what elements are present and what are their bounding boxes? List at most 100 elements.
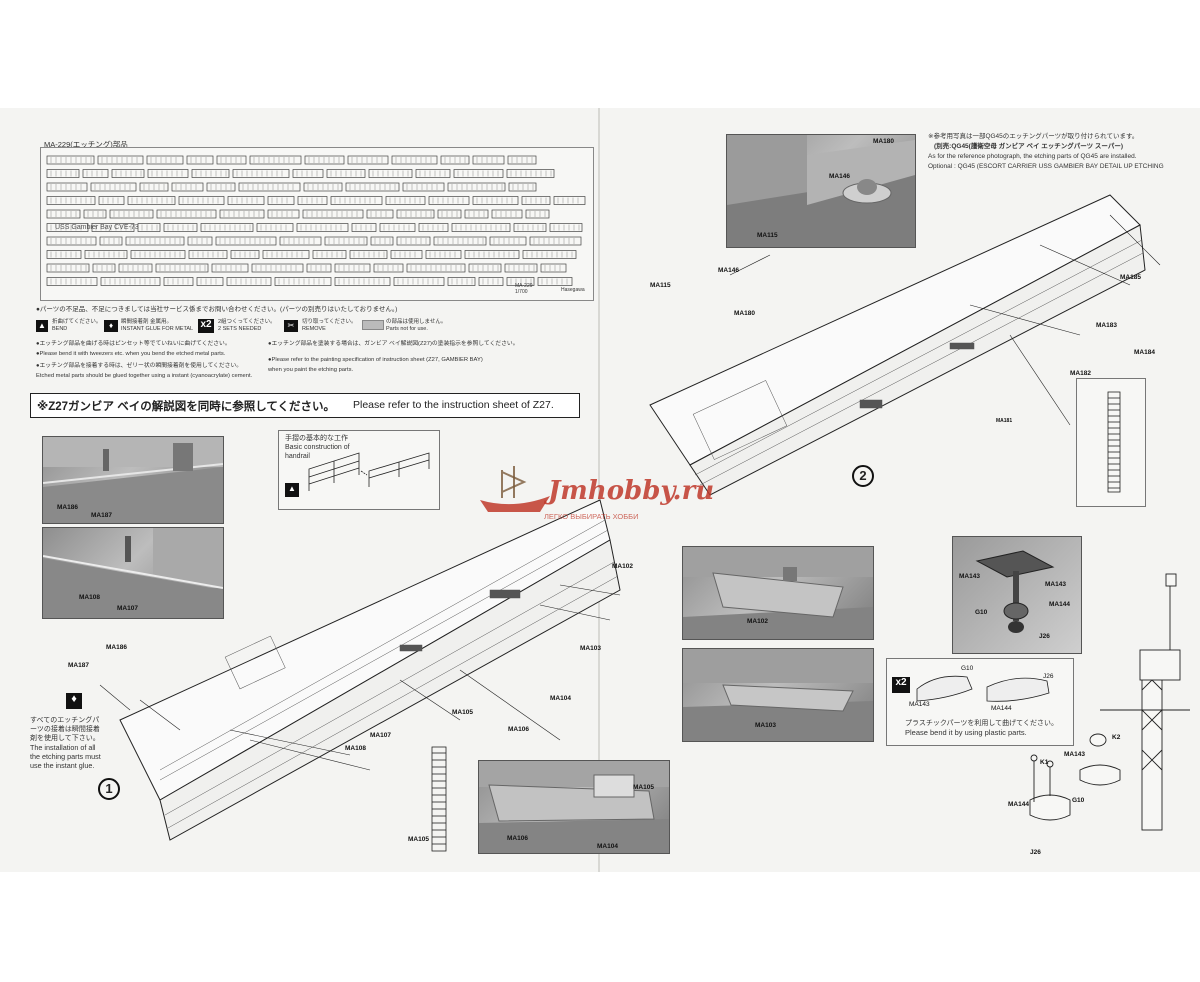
label-ma186-step1: MA186 <box>106 644 127 651</box>
watermark-logo: Jmhobby.ru ЛЕГКО ВЫБИРАТЬ ХОББИ <box>474 462 714 526</box>
glue-note-en-3: use the instant glue. <box>30 761 95 770</box>
label-ma146: MA146 <box>829 173 850 180</box>
label-ma103-step1: MA103 <box>580 645 601 652</box>
label-ma143-b: MA143 <box>1045 581 1066 588</box>
label-ma107: MA107 <box>117 605 138 612</box>
label-ma182: MA182 <box>1070 370 1091 377</box>
reference-banner: ※Z27ガンビア ベイの解説図を同時に参照してください。 Please refe… <box>30 393 580 418</box>
photo-side-gallery: MA108 MA107 <box>42 527 224 619</box>
label-ma115-step2: MA115 <box>650 282 671 289</box>
reference-jp-1: ※参考用写真は一部QG45のエッチングパーツが取り付けられています。 <box>928 133 1139 140</box>
label-ma143-mast: MA143 <box>1064 751 1085 758</box>
note-paint-en-1: ●Please refer to the painting specificat… <box>268 357 483 363</box>
watermark-tagline: ЛЕГКО ВЫБИРАТЬ ХОББИ <box>544 512 639 521</box>
label-ma106: MA106 <box>507 835 528 842</box>
glue-note-en-2: the etching parts must <box>30 752 101 761</box>
handrail-en-2: handrail <box>285 453 310 460</box>
label-ma102: MA102 <box>747 618 768 625</box>
label-ma104-step1: MA104 <box>550 695 571 702</box>
label-k2: K2 <box>1112 734 1121 741</box>
legend-bend-jp: 折曲げてください。 <box>52 319 102 325</box>
photo-gallery-ma104: MA105 MA106 MA104 <box>478 760 670 854</box>
label-g10-box: G10 <box>961 665 974 672</box>
banner-en: Please refer to the instruction sheet of… <box>353 399 554 411</box>
glue-icon: ♦ <box>104 320 118 332</box>
label-ma184: MA184 <box>1134 349 1155 356</box>
label-ma187-step1: MA187 <box>68 662 89 669</box>
watermark-brand: Jmhobby.ru <box>548 476 715 506</box>
label-ma143-box: MA143 <box>909 701 930 708</box>
label-ma144-box: MA144 <box>991 705 1012 712</box>
fret-maker: Hasegawa <box>561 287 585 293</box>
fret-header: MA-229(エッチング)部品 <box>44 140 128 149</box>
label-g10-mast: G10 <box>1072 797 1085 804</box>
bend-icon: ▲ <box>36 320 48 332</box>
ship-logo-icon <box>480 466 550 512</box>
center-fold <box>598 108 600 872</box>
label-ma185: MA185 <box>1120 274 1141 281</box>
label-ma107-step1: MA107 <box>370 732 391 739</box>
label-ma187: MA187 <box>91 512 112 519</box>
legend-glue-jp: 瞬間接着剤 金属用。 <box>121 319 173 325</box>
fret-parts-drawing <box>46 155 586 286</box>
fret-code: MA-229 <box>515 283 533 289</box>
two-sets-badge: x2 <box>198 319 214 333</box>
banner-jp: ガンビア ベイの解説図を同時に参照してください。 <box>68 401 336 413</box>
banner-prefix: ※ <box>37 401 49 413</box>
glue-note-en-1: The installation of all <box>30 743 96 752</box>
note-tweezer-en: ●Please bend it with tweezers etc. when … <box>36 351 226 357</box>
label-ma115: MA115 <box>757 232 778 239</box>
note-tweezer-jp: ●エッチング部品を曲げる時はピンセット等でていねいに曲げてください。 <box>36 341 231 347</box>
label-ma105: MA105 <box>633 784 654 791</box>
label-ma186: MA186 <box>57 504 78 511</box>
label-ma104: MA104 <box>597 843 618 850</box>
label-ma108: MA108 <box>79 594 100 601</box>
legend-notused-en: Parts not for use. <box>386 326 428 332</box>
hull-diagram-step-1 <box>99 499 621 841</box>
note-missing-parts: ●パーツの不足品、不足につきましては当社サービス係までお問い合わせください。(パ… <box>36 306 398 313</box>
label-j26-mast: J26 <box>1030 849 1041 856</box>
step-2-marker: 2 <box>852 465 874 487</box>
glue-icon: ♦ <box>66 693 82 709</box>
bend-icon: ▲ <box>285 483 299 497</box>
legend-remove-jp: 切り取ってください。 <box>302 319 357 325</box>
hull-diagram-step-2 <box>649 194 1161 496</box>
legend-sets-en: 2 SETS NEEDED <box>218 326 262 332</box>
handrail-diagram <box>308 452 430 491</box>
reference-en-2: Optional : QG45 (ESCORT CARRIER USS GAMB… <box>928 163 1164 170</box>
label-ma180-step2: MA180 <box>734 310 755 317</box>
label-ma105-ladder: MA105 <box>408 836 429 843</box>
remove-icon: ✂ <box>284 320 298 332</box>
ladder-part <box>431 746 447 852</box>
handrail-construction-box: 手摺の基本的な工作 Basic construction of handrail… <box>278 430 440 510</box>
legend-sets-jp: 2組つくってください。 <box>218 319 276 325</box>
step-1-marker: 1 <box>98 778 120 800</box>
label-ma181: MA181 <box>996 418 1013 424</box>
label-ma103: MA103 <box>755 722 776 729</box>
legend-glue-en: INSTANT GLUE FOR METAL <box>121 326 194 332</box>
reference-en-1: As for the reference photograph, the etc… <box>928 153 1137 160</box>
banner-code: Z27 <box>48 401 69 413</box>
note-glue-jp: ●エッチング部品を接着する時は、ゼリー状の瞬間接着剤を使用してください。 <box>36 363 243 369</box>
glue-note-jp-3: 剤を使用して下さい。 <box>30 735 100 742</box>
label-ma146-step2: MA146 <box>718 267 739 274</box>
photo-gallery-ma102: MA102 <box>682 546 874 640</box>
legend-notused-jp: の部品は使用しません。 <box>386 319 447 325</box>
label-ma144-mast: MA144 <box>1008 801 1029 808</box>
note-paint-en-2: when you paint the etching parts. <box>268 367 354 373</box>
plastic-note-en: Please bend it by using plastic parts. <box>905 728 1027 737</box>
photo-island-reference: MA180 MA146 MA115 <box>726 134 916 248</box>
label-ma105-step1: MA105 <box>452 709 473 716</box>
label-ma183: MA183 <box>1096 322 1117 329</box>
reference-jp-2: (別売:QG45(護衛空母 ガンビア ベイ エッチングパーツ スーパー) <box>934 143 1124 150</box>
fret-name-plate: USS Gambier Bay CVE-73 <box>55 224 139 231</box>
handrail-en-1: Basic construction of <box>285 444 350 451</box>
glue-note-jp-1: すべてのエッチングパ <box>30 717 100 724</box>
handrail-jp: 手摺の基本的な工作 <box>285 435 348 442</box>
label-g10: G10 <box>975 609 988 616</box>
label-k1: K1 <box>1040 759 1049 766</box>
note-glue-en: Etched metal parts should be glued toget… <box>36 373 253 379</box>
etching-fret: USS Gambier Bay CVE-73 MA-229 1/700 Hase… <box>40 147 594 301</box>
fret-scale: 1/700 <box>515 289 528 295</box>
plastic-note-jp: プラスチックパーツを利用して曲げてください。 <box>905 720 1058 727</box>
